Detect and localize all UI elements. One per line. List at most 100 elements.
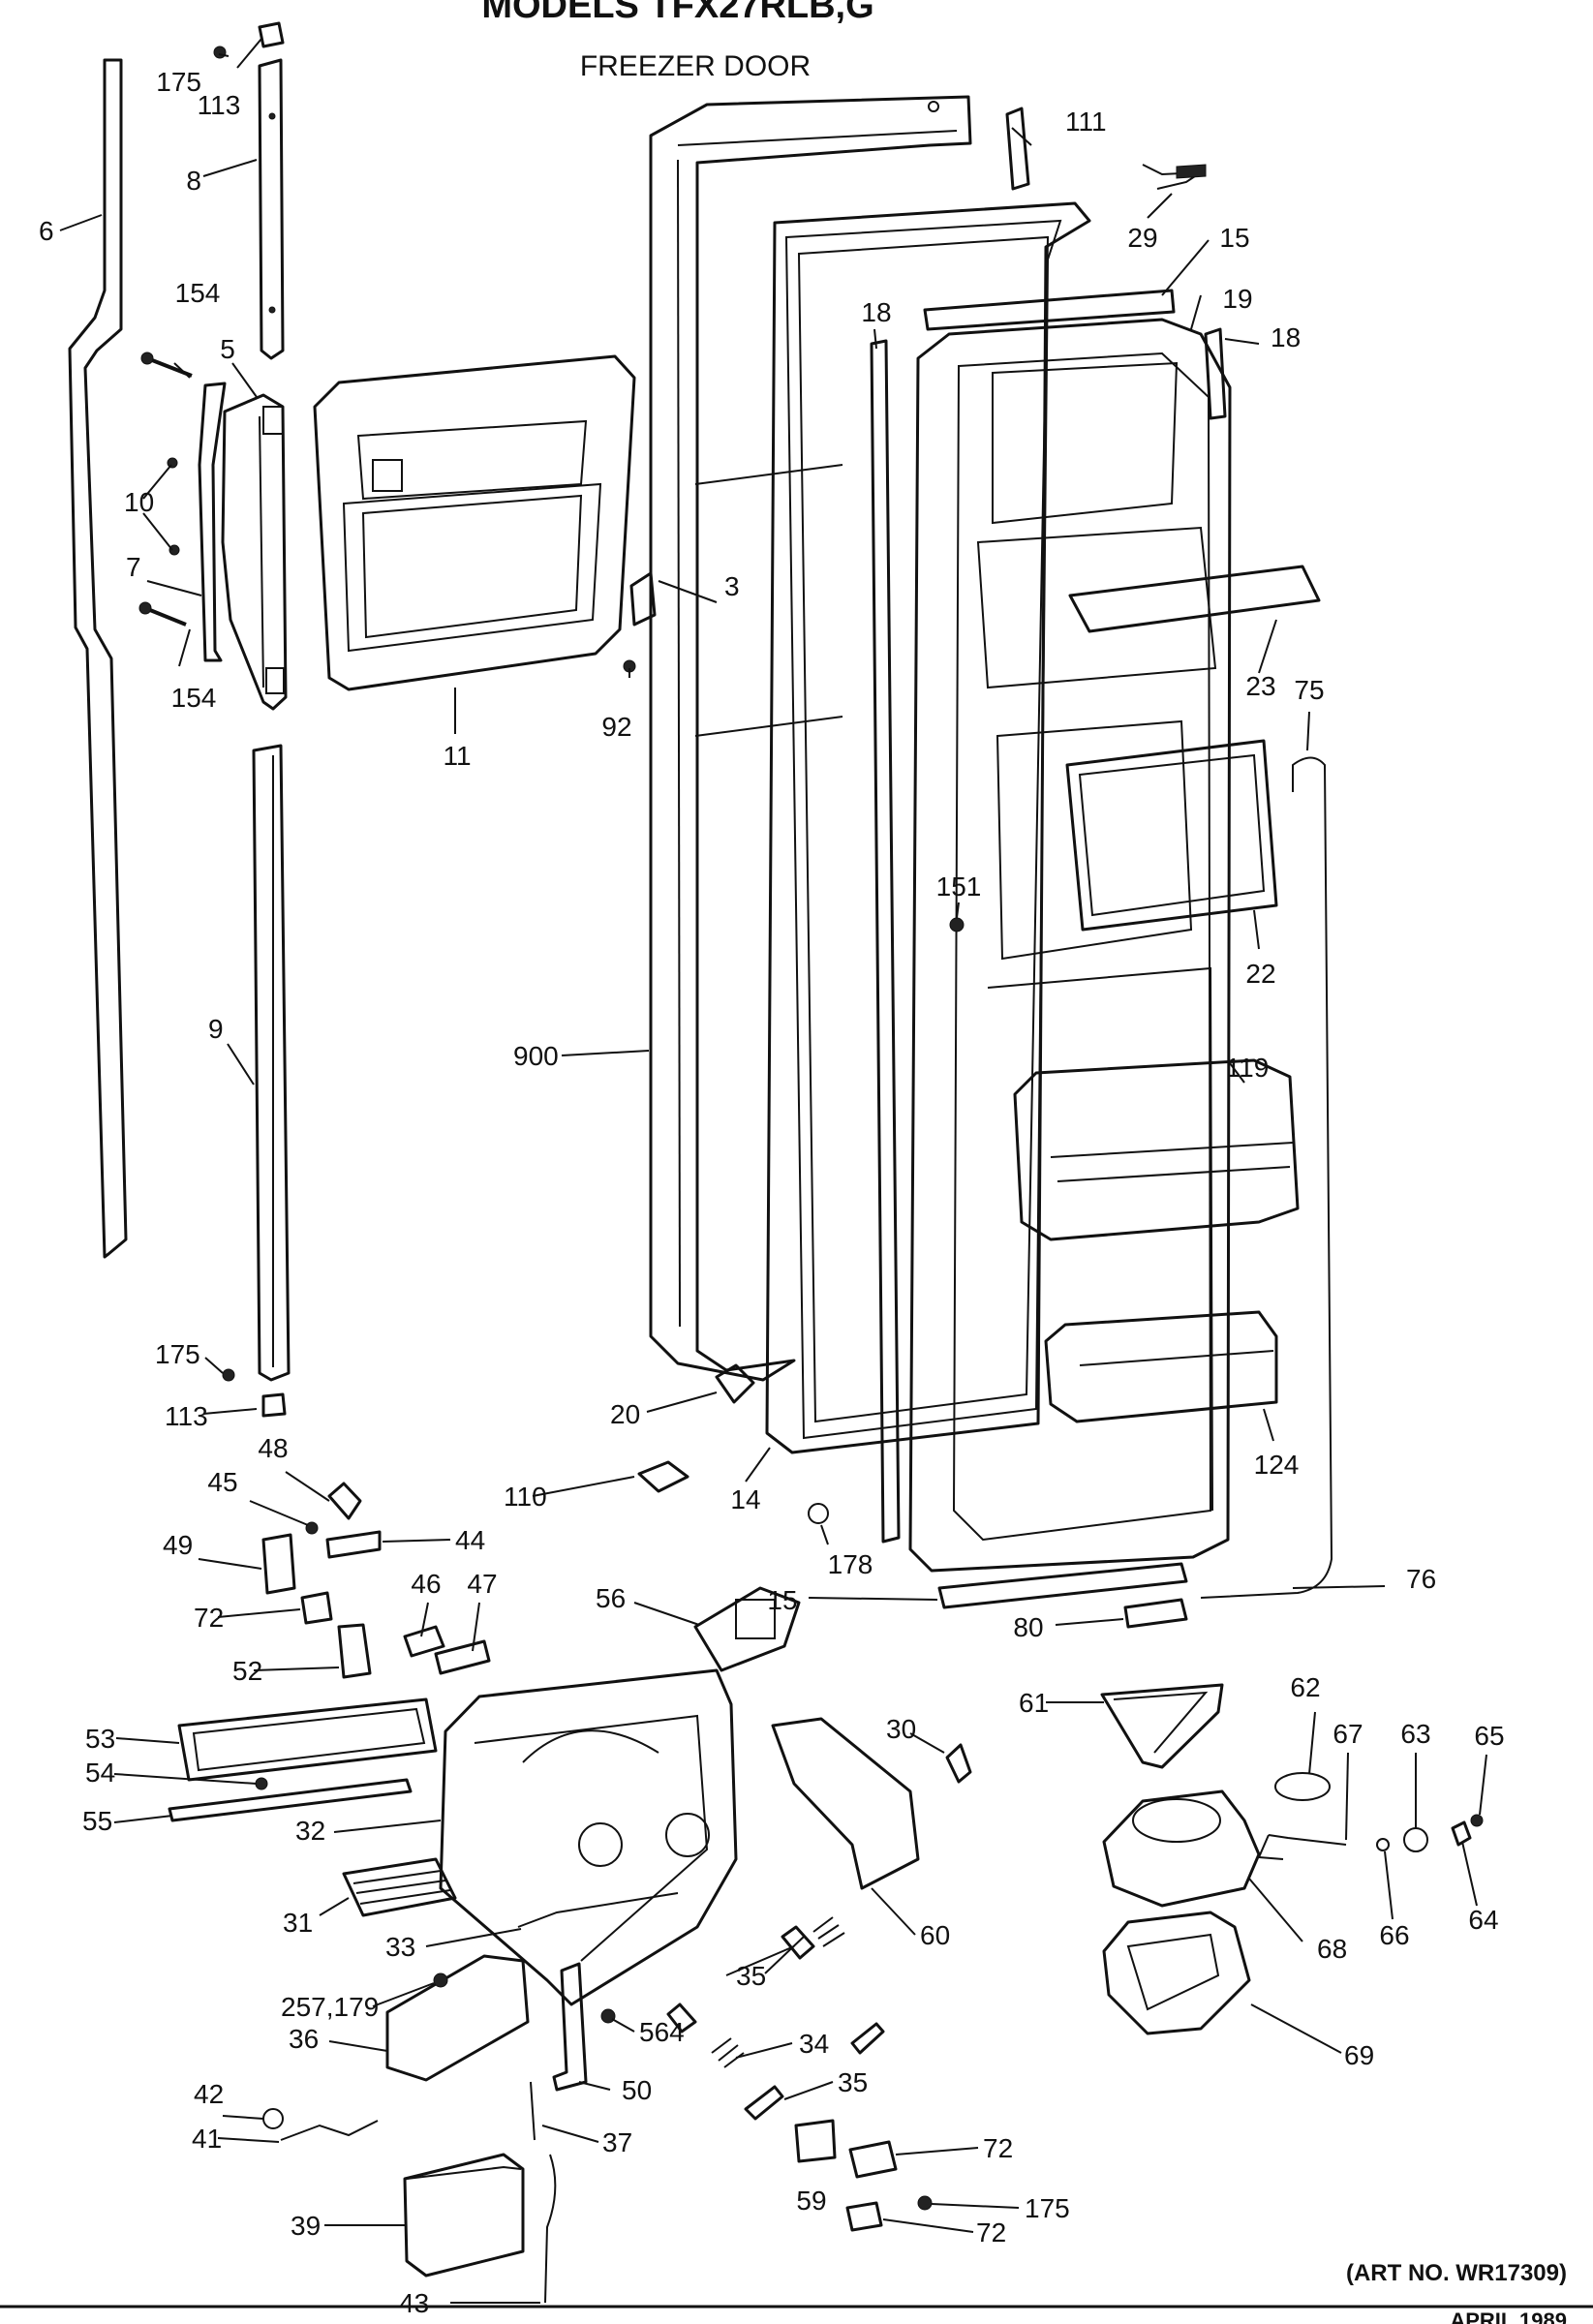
part-22-dispenser-panel [1065,739,1278,932]
callout-178: 178 [828,1549,873,1579]
part-9-trim-strip [252,744,291,1382]
callout-56: 56 [596,1583,626,1613]
part-178-nut [808,1503,829,1524]
callout-45: 45 [207,1467,237,1497]
part-53-54-55-panel [168,1697,438,1822]
callout-72-lower-b: 72 [976,2217,1006,2248]
callout-49: 49 [163,1530,193,1560]
callout-119: 119 [1226,1053,1270,1083]
part-37-spring [530,2081,536,2141]
part-29-wire-clip [1142,164,1207,190]
callout-61: 61 [1019,1688,1049,1718]
callout-33: 33 [385,1932,415,1962]
part-175-screw-top [213,46,227,59]
callout-113: 113 [198,90,241,120]
callout-80: 80 [1013,1612,1043,1642]
callout-19: 19 [1222,284,1252,314]
callout-154-top: 154 [175,278,221,308]
callout-175-lower: 175 [1025,2193,1070,2223]
part-23-shelf-rail [1068,565,1321,633]
part-34-35-springs [666,1916,885,2121]
callout-900: 900 [513,1041,559,1071]
callout-18-left: 18 [861,297,891,327]
part-80-coupling [1123,1598,1188,1629]
callout-23: 23 [1245,671,1275,701]
callout-64: 64 [1468,1905,1498,1935]
part-564-screw [600,2008,616,2024]
callout-43: 43 [399,2288,429,2318]
callout-35-lower: 35 [838,2067,868,2097]
part-15-top-trim [923,289,1176,331]
callout-31: 31 [283,1908,313,1938]
diagram-subtitle: FREEZER DOOR [580,50,811,82]
part-69-chute-base [1102,1911,1251,2035]
part-64-clip [1451,1820,1472,1847]
art-number: (ART NO. WR17309) [1346,2260,1567,2286]
callout-76: 76 [1406,1564,1436,1594]
callout-113-mid: 113 [165,1401,208,1431]
callout-5: 5 [220,334,235,364]
callout-564: 564 [639,2017,685,2047]
part-8-trim-strip [258,58,285,360]
callout-42: 42 [194,2079,224,2109]
callout-63: 63 [1400,1719,1430,1749]
part-151-screw [949,917,965,933]
callout-3: 3 [724,571,740,601]
part-67-arm [1257,1834,1347,1860]
callout-39: 39 [291,2211,321,2241]
part-111-tube [1005,107,1030,191]
part-30-bracket [945,1743,972,1784]
part-60-bracket [771,1717,920,1890]
part-3-92-small [623,571,657,673]
part-33-harness [517,1892,679,1928]
callout-92: 92 [601,712,631,742]
callout-46: 46 [411,1569,441,1599]
callout-15-bottom: 15 [767,1585,797,1615]
part-6-gasket-strip [68,58,128,1259]
part-175-113-lower [222,1368,287,1418]
part-43-wire [544,2154,557,2304]
part-113-cap-top [258,21,285,48]
callout-75: 75 [1294,675,1324,705]
callout-68: 68 [1317,1934,1347,1964]
callout-52: 52 [232,1656,262,1686]
part-42-bushing [262,2108,284,2129]
callout-44: 44 [455,1525,485,1555]
callout-48: 48 [258,1433,288,1463]
callout-47: 47 [467,1569,497,1599]
part-14-door-gasket [765,201,1091,1454]
callout-36: 36 [289,2024,319,2054]
part-11-dispenser-frame [313,354,636,691]
part-62-flapper [1274,1772,1331,1801]
part-39-motor [403,2153,525,2278]
callout-72-lower-a: 72 [983,2133,1013,2163]
callout-66: 66 [1379,1920,1409,1950]
callout-15-top: 15 [1219,223,1249,253]
callout-30: 30 [886,1714,916,1744]
callout-9: 9 [208,1014,224,1044]
part-19-inner-liner [908,318,1232,1573]
callout-11: 11 [443,741,471,771]
callout-32: 32 [295,1816,325,1846]
part-61-ice-chute [1100,1683,1224,1769]
part-65-nut [1470,1814,1484,1827]
callout-151: 151 [936,872,982,902]
switch-assembly-parts [261,1482,491,1679]
part-32-dispenser-housing [439,1668,738,2006]
callout-29: 29 [1127,223,1157,253]
footer-date: APRIL 1989 [1450,2309,1567,2324]
callout-18-right: 18 [1271,322,1301,352]
callout-7: 7 [126,552,141,582]
callout-55: 55 [82,1806,112,1836]
callout-14: 14 [730,1484,760,1514]
callout-10: 10 [124,487,154,517]
callout-72-upper: 72 [194,1603,224,1633]
part-66-washer [1376,1838,1390,1851]
callout-22: 22 [1245,959,1275,989]
part-72-switch-a [848,2140,898,2179]
part-900-door-shell [649,95,972,1382]
part-63-actuator [1403,1827,1428,1852]
callout-labels: 175 113 111 8 6 29 15 19 18 18 154 5 10 … [39,67,1505,2318]
part-31-drip-grille [342,1857,457,1917]
